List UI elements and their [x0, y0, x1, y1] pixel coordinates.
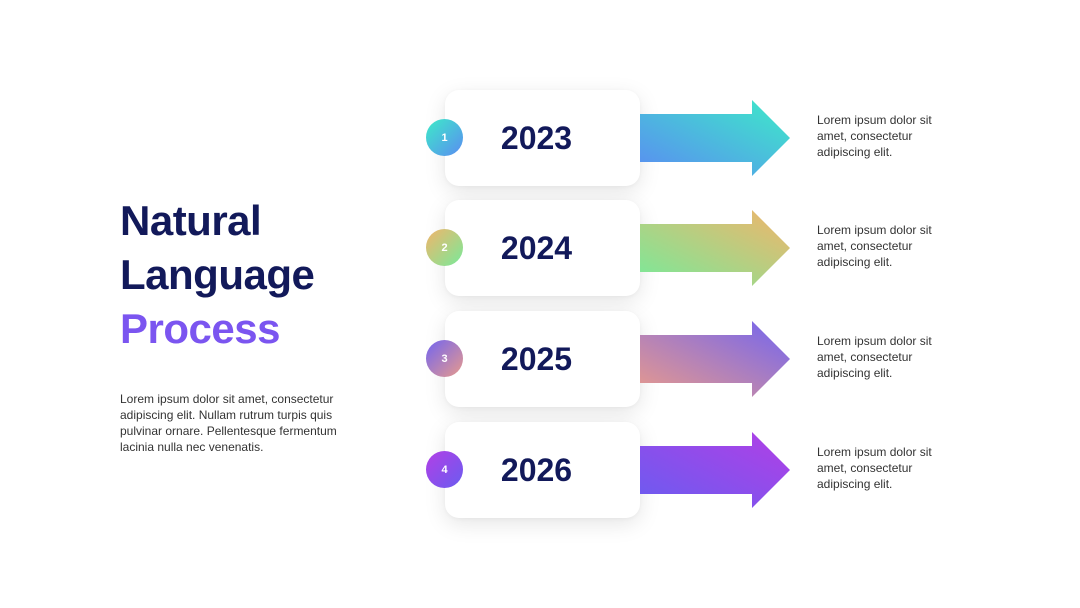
step-description: Lorem ipsum dolor sit amet, consectetur …: [817, 113, 932, 159]
year-label: 2024: [500, 229, 573, 266]
year-card: 2026: [445, 422, 640, 518]
year-card: 2025: [445, 311, 640, 407]
arrow-right-icon: [640, 321, 790, 397]
step-description: Lorem ipsum dolor sit amet, consectetur …: [817, 445, 932, 491]
timeline-step-2: 2024 2 Lorem ipsum dolor sit amet, conse…: [420, 200, 980, 296]
timeline-step-1: 2023 1 Lorem ipsum dolor sit amet, conse…: [420, 90, 980, 186]
intro-text: Lorem ipsum dolor sit amet, consectetur …: [120, 392, 337, 454]
year-label: 2025: [500, 340, 573, 377]
year-card: 2023: [445, 90, 640, 186]
year-card: 2024: [445, 200, 640, 296]
arrow-right-icon: [640, 432, 790, 508]
step-number-badge: 1: [426, 119, 463, 156]
year-label: 2026: [500, 451, 573, 488]
title-line-3: Process: [120, 305, 280, 352]
step-number-badge: 3: [426, 340, 463, 377]
step-description: Lorem ipsum dolor sit amet, consectetur …: [817, 223, 932, 269]
step-number-badge: 4: [426, 451, 463, 488]
title-line-1: Natural: [120, 197, 262, 244]
title-line-2: Language: [120, 251, 315, 298]
timeline-step-4: 2026 4 Lorem ipsum dolor sit amet, conse…: [420, 422, 980, 518]
arrow-right-icon: [640, 210, 790, 286]
arrow-right-icon: [640, 100, 790, 176]
year-label: 2023: [500, 119, 573, 156]
slide-title: Natural Language Process: [120, 194, 315, 356]
step-number-badge: 2: [426, 229, 463, 266]
timeline-step-3: 2025 3 Lorem ipsum dolor sit amet, conse…: [420, 311, 980, 407]
step-description: Lorem ipsum dolor sit amet, consectetur …: [817, 334, 932, 380]
